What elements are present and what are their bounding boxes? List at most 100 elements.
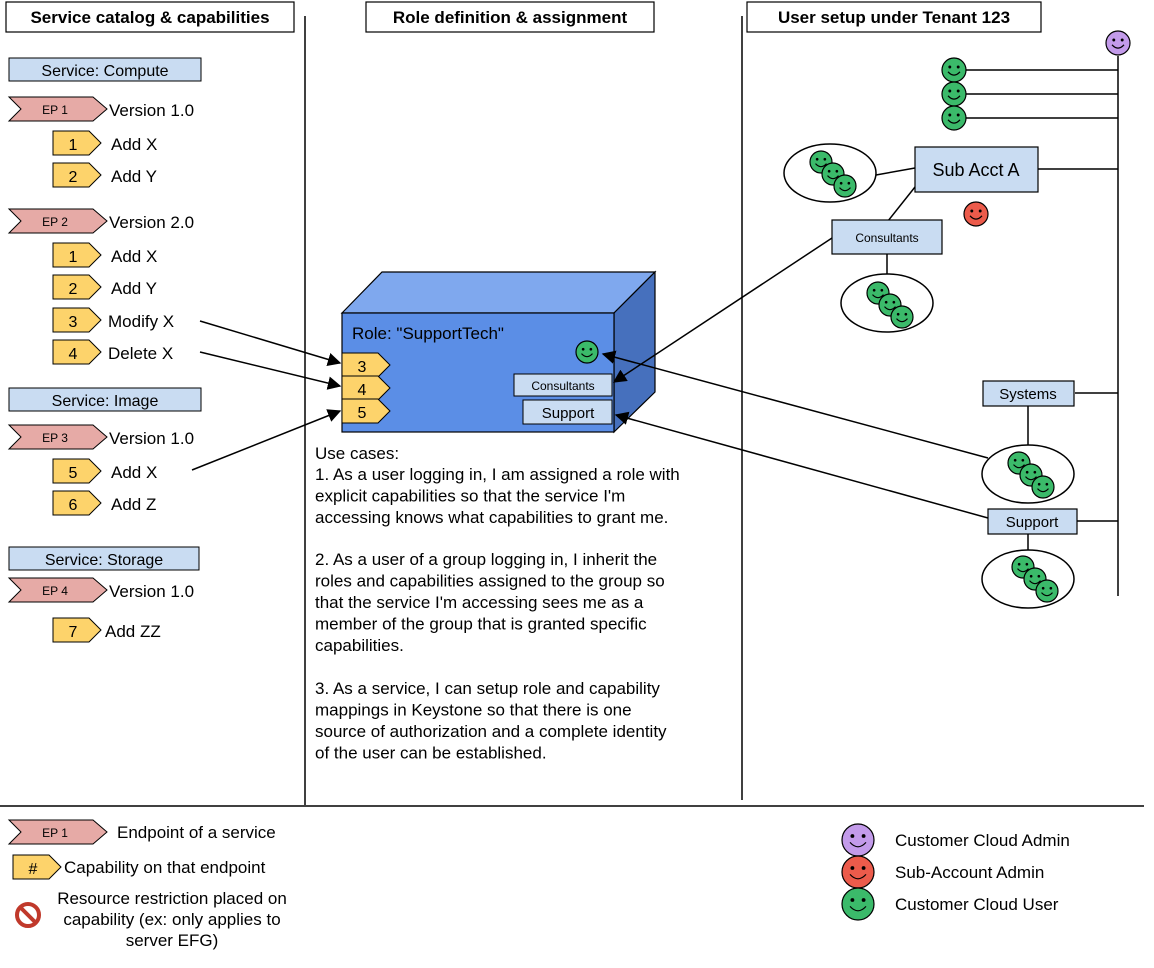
endpoint-tag: EP 1 (7, 819, 108, 845)
service-label: Service: Compute (41, 63, 168, 80)
svg-text:Sub Acct A: Sub Acct A (932, 160, 1019, 180)
service-label: Service: Image (52, 393, 159, 410)
admin-smiley-icon (1105, 30, 1131, 56)
svg-text:Consultants: Consultants (855, 231, 918, 245)
capability-tag: 4 (52, 339, 102, 365)
capability-tag: # (12, 854, 62, 880)
use-case-line: member of the group that is granted spec… (315, 615, 647, 634)
sub-account-box: Sub Acct A (914, 146, 1039, 193)
use-case-line: that the service I'm accessing sees me a… (315, 593, 644, 612)
role-group-consultants: Consultants (513, 373, 613, 397)
capability-tag: 1 (52, 242, 102, 268)
use-case-line: source of authorization and a complete i… (315, 722, 667, 741)
role-title: Role: "SupportTech" (352, 324, 504, 343)
legend-restriction-line: server EFG) (126, 931, 219, 950)
capability-label: Delete X (108, 344, 173, 363)
service-label: Service: Storage (45, 552, 163, 569)
user-smiley-icon (575, 340, 599, 364)
role-group-support: Support (522, 399, 613, 425)
capability-tag: 7 (52, 617, 102, 643)
capability-tag: 5 (52, 458, 102, 484)
capability-label: Add X (111, 463, 157, 482)
assignment-arrows (191, 237, 989, 519)
user-smiley-icon (890, 305, 914, 329)
use-case-line: 1. As a user logging in, I am assigned a… (315, 465, 680, 484)
user-smiley-icon (941, 81, 967, 107)
capability-label: Modify X (108, 312, 174, 331)
use-cases-text: Use cases:1. As a user logging in, I am … (315, 444, 680, 763)
endpoint-version: Version 1.0 (109, 429, 194, 448)
endpoint-label: EP 3 (42, 431, 68, 445)
svg-text:Support: Support (542, 405, 595, 422)
support-group-box: Support (987, 508, 1078, 535)
use-case-line: accessing knows what capabilities to gra… (315, 508, 668, 527)
endpoint-label: EP 1 (42, 826, 68, 840)
tenant-lines (875, 56, 1119, 596)
legend-subadmin-label: Sub-Account Admin (895, 863, 1044, 882)
svg-text:Support: Support (1006, 514, 1059, 531)
capability-tag: 3 (52, 307, 102, 333)
legend: EP 1 Endpoint of a service # Capability on … (7, 819, 1070, 950)
service-block: Service: Image EP 3 Version 1.0 5 Add X 6 Add … (7, 387, 202, 516)
use-case-line: 2. As a user of a group logging in, I in… (315, 550, 657, 569)
capability-tag: 2 (52, 162, 102, 188)
capability-number: 1 (69, 137, 78, 154)
user-smiley-icon (1031, 475, 1055, 499)
capability-label: Add ZZ (105, 622, 161, 641)
consultants-group-box: Consultants (831, 219, 943, 255)
capability-number: 6 (69, 497, 78, 514)
subadmin-smiley-icon (841, 855, 875, 889)
capability-number: 1 (69, 249, 78, 266)
use-case-line: 3. As a service, I can setup role and ca… (315, 679, 660, 698)
role-user-icon (575, 340, 599, 364)
endpoint-version: Version 2.0 (109, 213, 194, 232)
restriction-icon (15, 902, 41, 928)
capability-number: 2 (69, 281, 78, 298)
capability-tag: 4 (341, 375, 391, 401)
capability-label: Add X (111, 247, 157, 266)
subadmin-smiley-icon (963, 201, 989, 227)
capability-label: Add Y (111, 279, 157, 298)
capability-number: 7 (69, 624, 78, 641)
capability-number: # (29, 861, 38, 878)
capability-number: 3 (358, 359, 367, 376)
legend-user-label: Customer Cloud User (895, 895, 1059, 914)
capability-number: 4 (69, 346, 78, 363)
tenant-groups (783, 143, 1075, 609)
tenant-smileys (809, 30, 1131, 603)
svg-text:Service catalog & capabilities: Service catalog & capabilities (30, 8, 269, 27)
legend-admin-label: Customer Cloud Admin (895, 831, 1070, 850)
capability-tag: 5 (341, 398, 391, 424)
capability-number: 4 (358, 382, 367, 399)
role-cube: Role: "SupportTech" 3 45 Consultants Supp… (340, 270, 657, 434)
capability-label: Add X (111, 135, 157, 154)
endpoint-tag: EP 2 (7, 208, 108, 234)
legend-restriction-line: capability (ex: only applies to (63, 910, 280, 929)
endpoint-label: EP 1 (42, 103, 68, 117)
endpoint-version: Version 1.0 (109, 582, 194, 601)
capability-label: Add Y (111, 167, 157, 186)
capability-tag: 3 (341, 352, 391, 378)
user-smiley-icon (833, 174, 857, 198)
endpoint-tag: EP 4 (7, 577, 108, 603)
svg-text:Systems: Systems (999, 386, 1057, 403)
capability-number: 3 (69, 314, 78, 331)
capability-tag: 2 (52, 274, 102, 300)
capability-number: 2 (69, 169, 78, 186)
capability-tag: 6 (52, 490, 102, 516)
header-catalog: Service catalog & capabilities (5, 1, 295, 33)
capability-label: Add Z (111, 495, 156, 514)
svg-text:User setup under Tenant 123: User setup under Tenant 123 (778, 8, 1010, 27)
svg-text:Consultants: Consultants (531, 379, 594, 393)
admin-smiley-icon (841, 823, 875, 857)
legend-capability-label: Capability on that endpoint (64, 858, 266, 877)
svg-text:Role definition & assignment: Role definition & assignment (393, 8, 628, 27)
legend-endpoint-label: Endpoint of a service (117, 823, 276, 842)
legend-restriction-line: Resource restriction placed on (57, 889, 287, 908)
capability-number: 5 (69, 465, 78, 482)
user-smiley-icon (1035, 579, 1059, 603)
user-smiley-icon (941, 57, 967, 83)
